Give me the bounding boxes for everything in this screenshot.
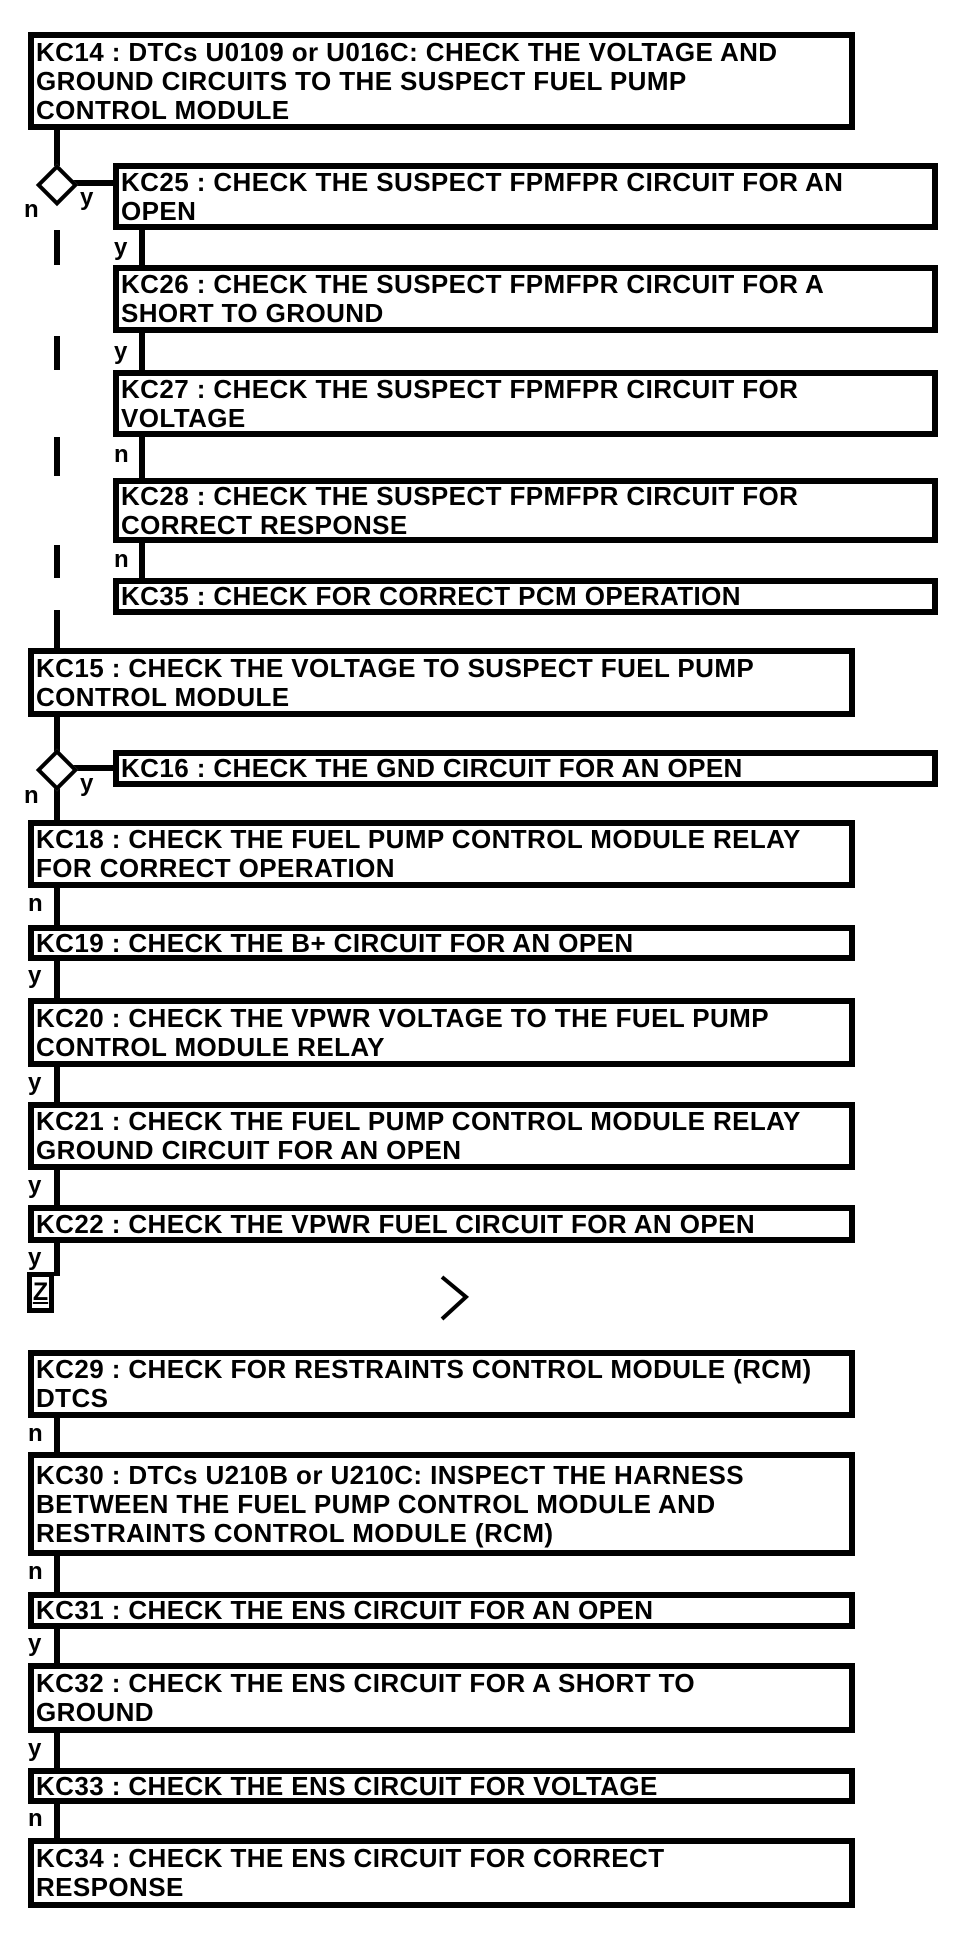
- connector-dash: [54, 545, 60, 578]
- flow-box-kc34: KC34 : CHECK THE ENS CIRCUIT FOR CORRECT…: [28, 1838, 855, 1908]
- connector-dash: [54, 437, 60, 476]
- box-text-line: KC25 : CHECK THE SUSPECT FPMFPR CIRCUIT …: [121, 166, 844, 197]
- branch-label-kc32-kc33: y: [28, 1735, 42, 1762]
- box-text-line: KC14 : DTCs U0109 or U016C: CHECK THE VO…: [36, 36, 778, 67]
- branch-label-kc26-kc27: y: [114, 338, 128, 365]
- flow-box-kc27: KC27 : CHECK THE SUSPECT FPMFPR CIRCUIT …: [113, 370, 938, 437]
- flow-box-kc15: KC15 : CHECK THE VOLTAGE TO SUSPECT FUEL…: [28, 648, 855, 717]
- box-text-line: RESTRAINTS CONTROL MODULE (RCM): [36, 1517, 554, 1548]
- flow-box-kc14: KC14 : DTCs U0109 or U016C: CHECK THE VO…: [28, 32, 855, 130]
- box-text-line: FOR CORRECT OPERATION: [36, 853, 395, 883]
- flow-box-kc30: KC30 : DTCs U210B or U210C: INSPECT THE …: [28, 1452, 855, 1556]
- connector-line: [54, 1418, 60, 1454]
- box-text-line: KC15 : CHECK THE VOLTAGE TO SUSPECT FUEL…: [36, 652, 755, 683]
- box-text-line: CORRECT RESPONSE: [121, 509, 408, 540]
- connector-line: [54, 610, 60, 650]
- box-text-line: KC30 : DTCs U210B or U210C: INSPECT THE …: [36, 1459, 744, 1490]
- box-text-line: GROUND: [36, 1697, 154, 1727]
- box-text-line: KC20 : CHECK THE VPWR VOLTAGE TO THE FUE…: [36, 1002, 769, 1033]
- connector-line: [54, 788, 60, 822]
- connector-line: [54, 130, 60, 166]
- connector-line: [139, 333, 145, 373]
- branch-label-kc29-kc30: n: [28, 1420, 43, 1447]
- box-text-line: KC31 : CHECK THE ENS CIRCUIT FOR AN OPEN: [36, 1595, 654, 1625]
- connector-line: [70, 180, 115, 186]
- box-text-line: CONTROL MODULE: [36, 681, 290, 712]
- connector-line: [139, 437, 145, 481]
- box-text-line: KC32 : CHECK THE ENS CIRCUIT FOR A SHORT…: [36, 1668, 696, 1698]
- connector-line: [54, 1170, 60, 1208]
- branch-label-kc30-kc31: n: [28, 1558, 43, 1585]
- branch-label-d1-y: y: [80, 184, 94, 211]
- connector-line: [54, 960, 60, 1000]
- offpage-connector-z[interactable]: Z: [27, 1272, 54, 1313]
- connector-line: [139, 543, 145, 581]
- box-text-line: KC26 : CHECK THE SUSPECT FPMFPR CIRCUIT …: [121, 269, 825, 299]
- box-text-line: GROUND CIRCUIT FOR AN OPEN: [36, 1135, 462, 1165]
- branch-label-kc27-kc28: n: [114, 441, 129, 468]
- connector-line: [54, 1556, 60, 1594]
- connector-line: [70, 765, 115, 771]
- box-text-line: DTCS: [36, 1383, 109, 1413]
- flow-box-kc25: KC25 : CHECK THE SUSPECT FPMFPR CIRCUIT …: [113, 163, 938, 230]
- branch-label-kc31-kc32: y: [28, 1630, 42, 1657]
- box-text-line: GROUND CIRCUITS TO THE SUSPECT FUEL PUMP: [36, 65, 687, 96]
- box-text-line: VOLTAGE: [121, 402, 246, 433]
- branch-label-d2-y: y: [80, 770, 94, 797]
- box-text-line: CONTROL MODULE RELAY: [36, 1031, 385, 1062]
- box-text-line: KC34 : CHECK THE ENS CIRCUIT FOR CORRECT: [36, 1843, 665, 1873]
- connector-dash: [54, 230, 60, 265]
- connector-line: [139, 230, 145, 268]
- flow-box-kc31: KC31 : CHECK THE ENS CIRCUIT FOR AN OPEN: [28, 1592, 855, 1629]
- connector-line: [54, 888, 60, 928]
- connector-line: [54, 1242, 60, 1276]
- connector-dash: [54, 336, 60, 370]
- branch-label-kc20-kc21: y: [28, 1069, 42, 1096]
- flow-box-kc18: KC18 : CHECK THE FUEL PUMP CONTROL MODUL…: [28, 820, 855, 888]
- box-text-line: OPEN: [121, 195, 197, 226]
- connector-line: [54, 1733, 60, 1770]
- box-text-line: KC19 : CHECK THE B+ CIRCUIT FOR AN OPEN: [36, 927, 634, 958]
- connector-line: [54, 1803, 60, 1840]
- box-text-line: SHORT TO GROUND: [121, 298, 384, 328]
- connector-line: [54, 1067, 60, 1105]
- branch-label-kc22-z: y: [28, 1244, 42, 1271]
- flow-box-kc32: KC32 : CHECK THE ENS CIRCUIT FOR A SHORT…: [28, 1663, 855, 1733]
- flow-box-kc21: KC21 : CHECK THE FUEL PUMP CONTROL MODUL…: [28, 1102, 855, 1170]
- box-text-line: KC33 : CHECK THE ENS CIRCUIT FOR VOLTAGE: [36, 1770, 658, 1801]
- box-text-line: KC35 : CHECK FOR CORRECT PCM OPERATION: [121, 581, 741, 611]
- connector-line: [54, 1628, 60, 1665]
- box-text-line: RESPONSE: [36, 1872, 184, 1902]
- box-text-line: KC21 : CHECK THE FUEL PUMP CONTROL MODUL…: [36, 1106, 801, 1136]
- flow-box-kc19: KC19 : CHECK THE B+ CIRCUIT FOR AN OPEN: [28, 925, 855, 961]
- page-break-chevron-icon: [440, 1275, 470, 1321]
- branch-label-kc19-kc20: y: [28, 962, 42, 989]
- box-text-line: KC22 : CHECK THE VPWR FUEL CIRCUIT FOR A…: [36, 1208, 755, 1239]
- box-text-line: CONTROL MODULE: [36, 94, 290, 125]
- branch-label-kc21-kc22: y: [28, 1172, 42, 1199]
- branch-label-kc33-kc34: n: [28, 1805, 43, 1832]
- flow-box-kc20: KC20 : CHECK THE VPWR VOLTAGE TO THE FUE…: [28, 998, 855, 1067]
- flow-box-kc28: KC28 : CHECK THE SUSPECT FPMFPR CIRCUIT …: [113, 478, 938, 543]
- box-text-line: KC16 : CHECK THE GND CIRCUIT FOR AN OPEN: [121, 753, 743, 783]
- branch-label-kc28-kc35: n: [114, 546, 129, 573]
- flow-box-kc29: KC29 : CHECK FOR RESTRAINTS CONTROL MODU…: [28, 1350, 855, 1418]
- flow-box-kc33: KC33 : CHECK THE ENS CIRCUIT FOR VOLTAGE: [28, 1768, 855, 1804]
- decision-diamond: [35, 748, 79, 792]
- branch-label-d1-n: n: [24, 196, 39, 223]
- box-text-line: KC27 : CHECK THE SUSPECT FPMFPR CIRCUIT …: [121, 373, 799, 404]
- decision-diamond: [35, 163, 79, 207]
- flow-box-kc16: KC16 : CHECK THE GND CIRCUIT FOR AN OPEN: [113, 750, 938, 787]
- branch-label-d2-n: n: [24, 782, 39, 809]
- box-text-line: KC18 : CHECK THE FUEL PUMP CONTROL MODUL…: [36, 824, 801, 854]
- box-text-line: KC29 : CHECK FOR RESTRAINTS CONTROL MODU…: [36, 1354, 812, 1384]
- flow-box-kc35: KC35 : CHECK FOR CORRECT PCM OPERATION: [113, 578, 938, 615]
- box-text-line: KC28 : CHECK THE SUSPECT FPMFPR CIRCUIT …: [121, 480, 799, 511]
- connector-line: [54, 717, 60, 753]
- flow-box-kc22: KC22 : CHECK THE VPWR FUEL CIRCUIT FOR A…: [28, 1205, 855, 1243]
- branch-label-kc18-kc19: n: [28, 890, 43, 917]
- branch-label-kc25-kc26: y: [114, 234, 128, 261]
- flow-box-kc26: KC26 : CHECK THE SUSPECT FPMFPR CIRCUIT …: [113, 265, 938, 333]
- box-text-line: BETWEEN THE FUEL PUMP CONTROL MODULE AND: [36, 1488, 716, 1519]
